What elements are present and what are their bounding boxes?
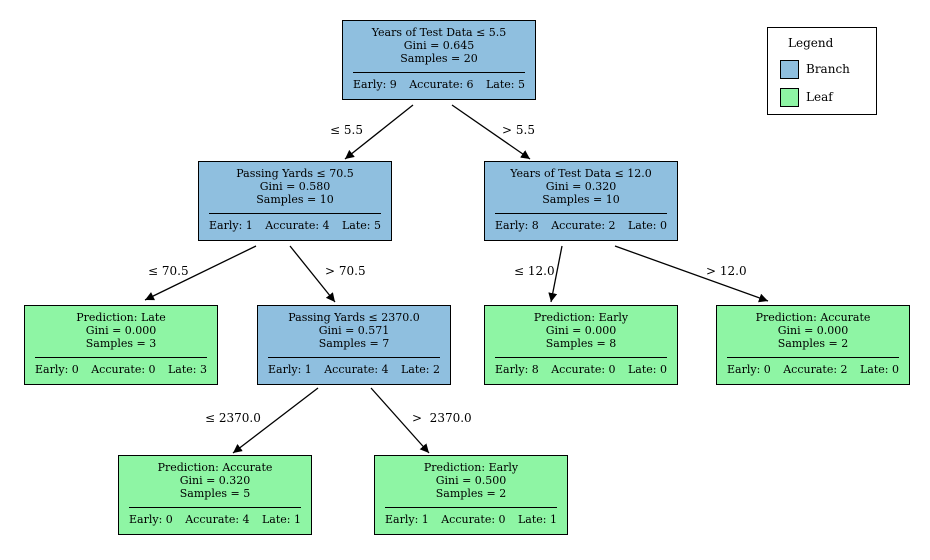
count-early: Early: 1	[209, 219, 253, 232]
node-prediction: Prediction: Early	[533, 311, 629, 324]
count-late: Late: 0	[628, 219, 667, 232]
count-accurate: Accurate: 4	[265, 219, 330, 232]
node-gini: Gini = 0.580	[259, 180, 331, 193]
edge-label-years12-right: > 12.0	[706, 264, 747, 278]
edge-label-root-right: > 5.5	[502, 123, 535, 137]
count-late: Late: 2	[401, 363, 440, 376]
edge-label-pass70-left: ≤ 70.5	[148, 264, 189, 278]
node-prediction: Prediction: Early	[423, 461, 519, 474]
tree-leaf-early-2: Prediction: Early Gini = 0.500 Samples =…	[374, 455, 568, 535]
count-early: Early: 0	[35, 363, 79, 376]
node-gini: Gini = 0.571	[318, 324, 390, 337]
tree-node-root: Years of Test Data ≤ 5.5 Gini = 0.645 Sa…	[342, 20, 536, 100]
legend: Legend Branch Leaf	[767, 27, 877, 115]
node-samples: Samples = 5	[179, 487, 251, 500]
count-early: Early: 1	[268, 363, 312, 376]
node-samples: Samples = 8	[545, 337, 617, 350]
legend-label-leaf: Leaf	[806, 90, 833, 104]
node-samples: Samples = 3	[85, 337, 157, 350]
count-accurate: Accurate: 0	[441, 513, 506, 526]
node-gini: Gini = 0.000	[85, 324, 157, 337]
node-samples: Samples = 10	[256, 193, 334, 206]
node-divider	[495, 213, 667, 214]
count-early: Early: 1	[385, 513, 429, 526]
node-condition: Passing Yards ≤ 2370.0	[288, 311, 420, 324]
count-early: Early: 8	[495, 363, 539, 376]
node-samples: Samples = 20	[400, 52, 478, 65]
node-gini: Gini = 0.000	[545, 324, 617, 337]
edge-years12-right	[614, 245, 769, 303]
node-gini: Gini = 0.320	[179, 474, 251, 487]
count-early: Early: 9	[353, 78, 397, 91]
edge-pass70-right	[289, 245, 336, 303]
count-late: Late: 5	[486, 78, 525, 91]
node-gini: Gini = 0.000	[777, 324, 849, 337]
count-early: Early: 8	[495, 219, 539, 232]
edge-pass2370-right	[370, 387, 430, 454]
legend-swatch-leaf	[780, 88, 799, 107]
tree-leaf-accurate-5: Prediction: Accurate Gini = 0.320 Sample…	[118, 455, 312, 535]
node-samples: Samples = 2	[777, 337, 849, 350]
tree-leaf-late: Prediction: Late Gini = 0.000 Samples = …	[24, 305, 218, 385]
tree-node-passing-yards-2370: Passing Yards ≤ 2370.0 Gini = 0.571 Samp…	[257, 305, 451, 385]
node-samples: Samples = 2	[435, 487, 507, 500]
tree-leaf-accurate-2: Prediction: Accurate Gini = 0.000 Sample…	[716, 305, 910, 385]
count-late: Late: 1	[262, 513, 301, 526]
edge-label-pass2370-right: > 2370.0	[412, 411, 472, 425]
node-gini: Gini = 0.500	[435, 474, 507, 487]
count-late: Late: 0	[860, 363, 899, 376]
tree-node-passing-yards-70: Passing Yards ≤ 70.5 Gini = 0.580 Sample…	[198, 161, 392, 241]
node-condition: Years of Test Data ≤ 12.0	[510, 167, 652, 180]
edge-label-pass2370-left: ≤ 2370.0	[205, 411, 261, 425]
count-early: Early: 0	[129, 513, 173, 526]
node-gini: Gini = 0.320	[545, 180, 617, 193]
node-divider	[35, 357, 207, 358]
count-late: Late: 0	[628, 363, 667, 376]
node-condition: Passing Yards ≤ 70.5	[236, 167, 354, 180]
count-late: Late: 3	[168, 363, 207, 376]
edge-years12-left	[548, 245, 563, 303]
count-accurate: Accurate: 4	[185, 513, 250, 526]
node-divider	[353, 72, 525, 73]
count-late: Late: 1	[518, 513, 557, 526]
count-late: Late: 5	[342, 219, 381, 232]
count-accurate: Accurate: 0	[91, 363, 156, 376]
node-divider	[727, 357, 899, 358]
count-accurate: Accurate: 2	[551, 219, 616, 232]
count-accurate: Accurate: 0	[551, 363, 616, 376]
edge-root-right	[451, 104, 531, 160]
legend-title: Legend	[788, 36, 834, 50]
node-divider	[209, 213, 381, 214]
node-condition: Years of Test Data ≤ 5.5	[371, 26, 507, 39]
edge-pass2370-left	[232, 387, 319, 454]
legend-swatch-branch	[780, 60, 799, 79]
node-samples: Samples = 10	[542, 193, 620, 206]
node-samples: Samples = 7	[318, 337, 390, 350]
count-accurate: Accurate: 6	[409, 78, 474, 91]
node-prediction: Prediction: Accurate	[755, 311, 871, 324]
legend-label-branch: Branch	[806, 62, 850, 76]
node-prediction: Prediction: Accurate	[157, 461, 273, 474]
node-gini: Gini = 0.645	[403, 39, 475, 52]
node-divider	[268, 357, 440, 358]
node-prediction: Prediction: Late	[76, 311, 166, 324]
node-divider	[495, 357, 667, 358]
node-divider	[129, 507, 301, 508]
tree-node-years-12: Years of Test Data ≤ 12.0 Gini = 0.320 S…	[484, 161, 678, 241]
node-divider	[385, 507, 557, 508]
tree-leaf-early-8: Prediction: Early Gini = 0.000 Samples =…	[484, 305, 678, 385]
edge-label-root-left: ≤ 5.5	[330, 123, 363, 137]
count-accurate: Accurate: 4	[324, 363, 389, 376]
count-early: Early: 0	[727, 363, 771, 376]
count-accurate: Accurate: 2	[783, 363, 848, 376]
edge-pass70-left	[144, 245, 257, 301]
edge-label-years12-left: ≤ 12.0	[514, 264, 555, 278]
edge-root-left	[344, 104, 414, 160]
edge-label-pass70-right: > 70.5	[325, 264, 366, 278]
